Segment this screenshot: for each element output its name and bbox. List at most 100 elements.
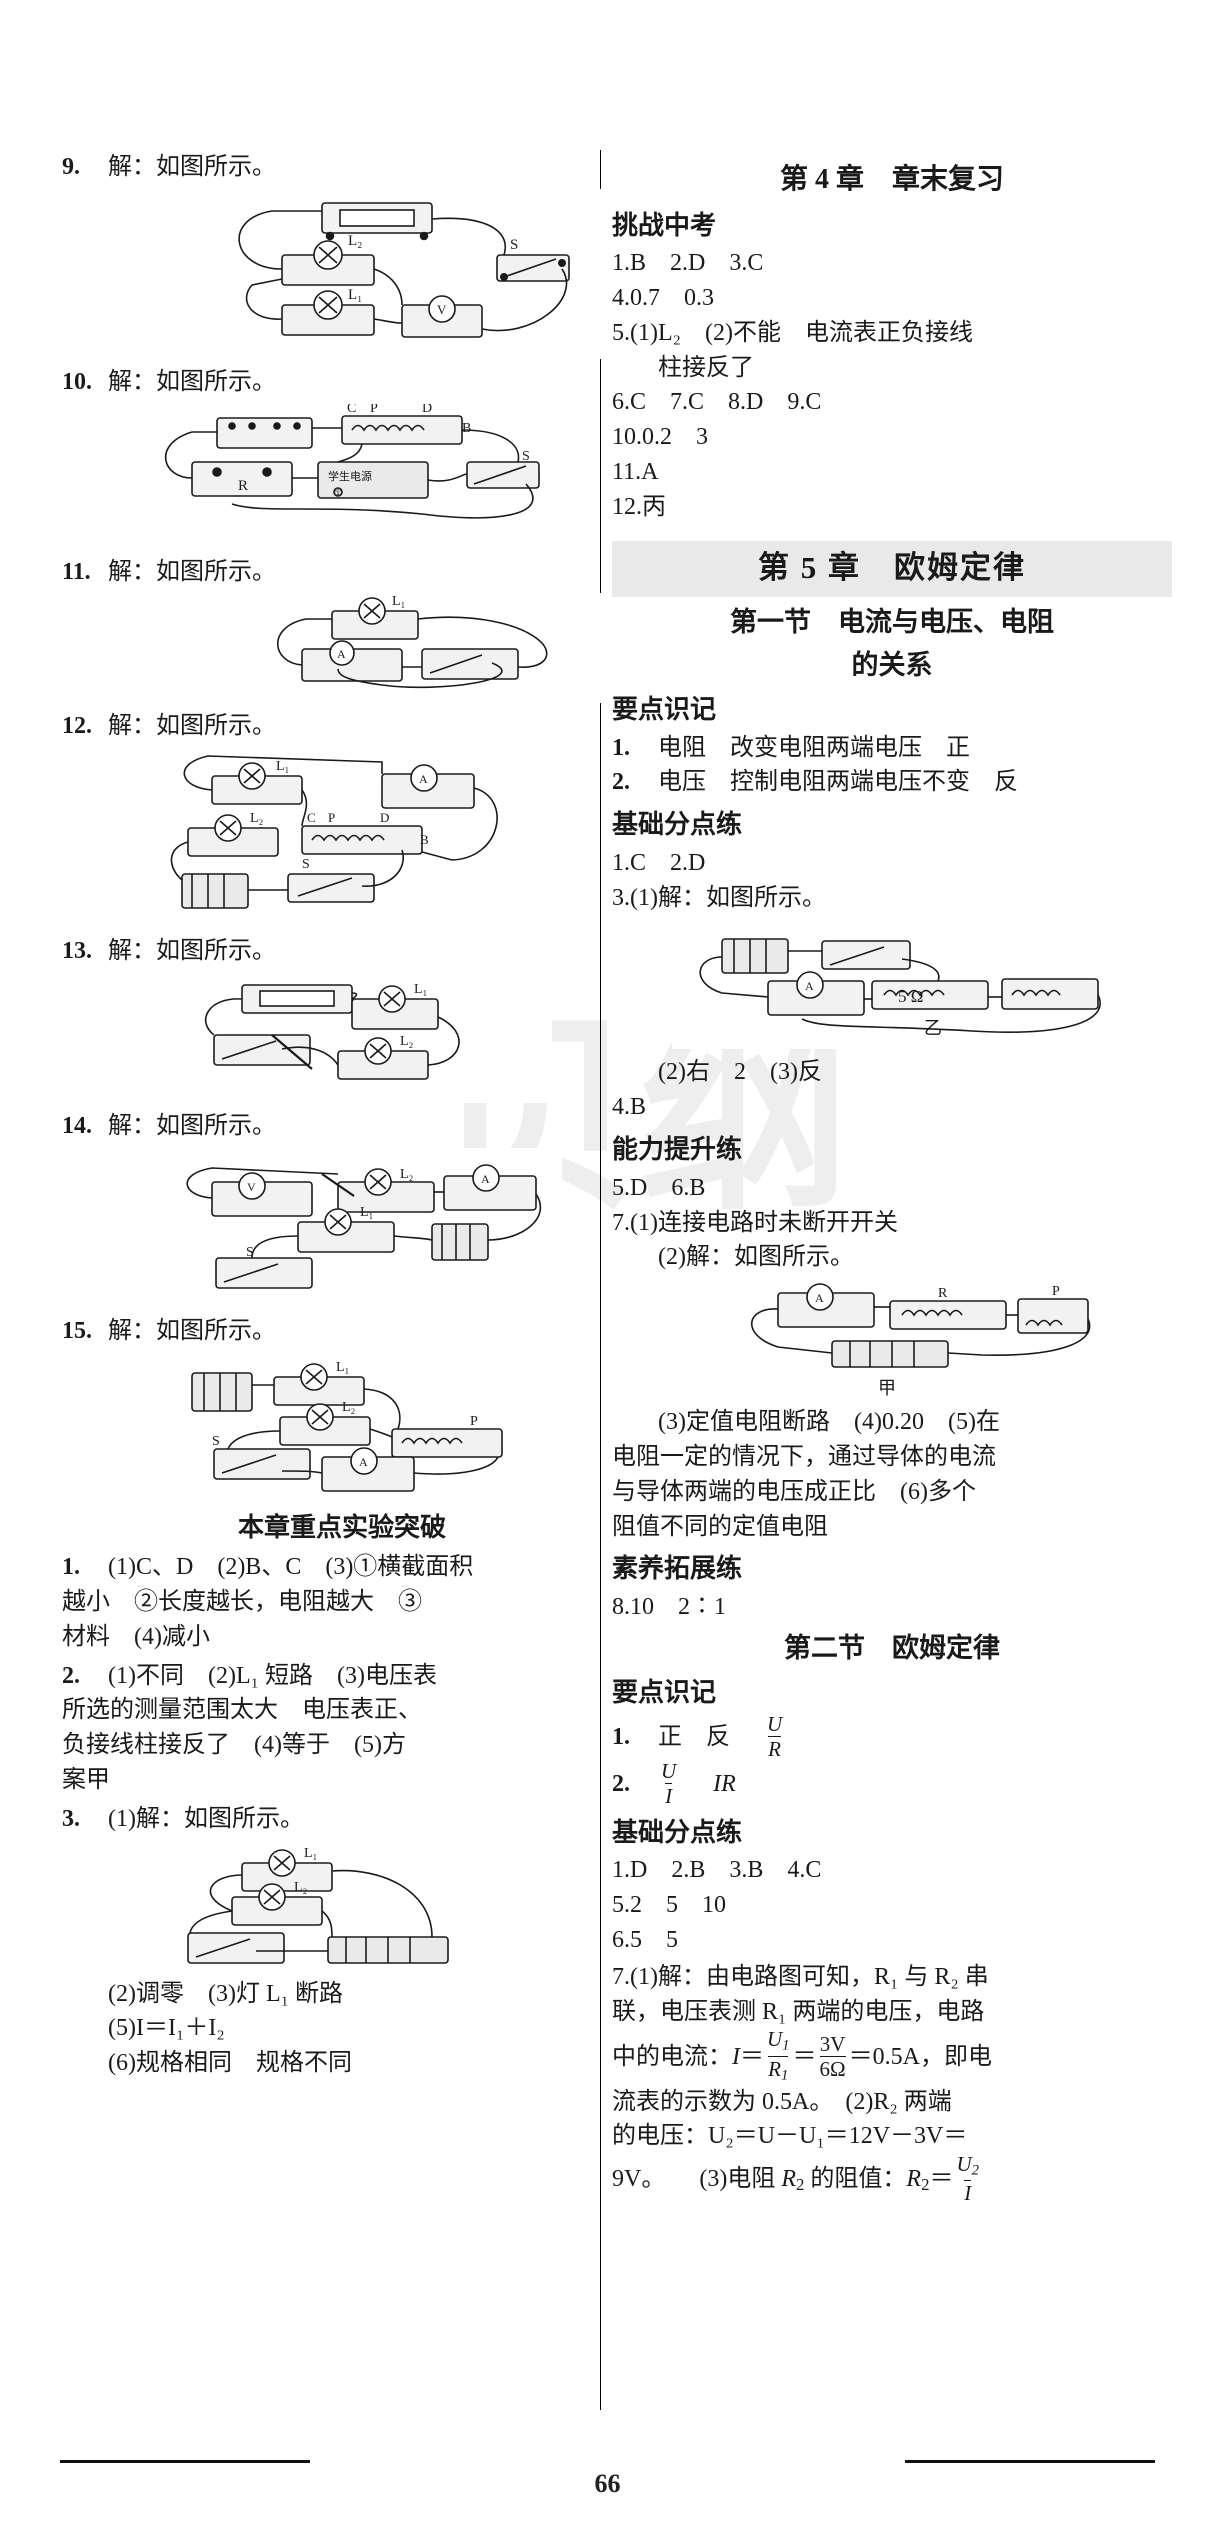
s2-key-heading: 要点识记: [612, 1677, 717, 1707]
s1-after-fig: (2)右 2 (3)反: [658, 1059, 822, 1086]
item-number: 1.: [62, 1554, 80, 1581]
svg-text:B: B: [462, 421, 471, 436]
s1-basic-heading: 基础分点练: [612, 810, 743, 840]
s1-ability-after: 电阻一定的情况下，通过导体的电流: [612, 1443, 996, 1470]
ch4-answer-line: 1.B 2.D 3.C: [612, 250, 764, 277]
section2-title: 第二节 欧姆定律: [784, 1632, 1000, 1663]
svg-text:V: V: [247, 1180, 256, 1194]
figure-circuit-11: L₁ A: [242, 593, 602, 704]
ch4-answer-line: 6.C 7.C 8.D 9.C: [612, 389, 822, 416]
item-text: 电压 控制电阻两端电压不变 反: [658, 769, 1018, 796]
svg-text:L₂: L₂: [400, 1034, 414, 1049]
item-text: 解：如图所示。: [108, 1112, 276, 1139]
s1-key-item: 2. 电压 控制电阻两端电压不变 反: [612, 765, 1172, 800]
svg-text:S: S: [510, 237, 518, 253]
fraction-u2-over-i: U2 I: [956, 2152, 979, 2206]
s1-ability-after: 阻值不同的定值电阻: [612, 1513, 828, 1540]
item-text: 正 反: [658, 1723, 730, 1750]
s1-suyang-heading: 素养拓展练: [612, 1554, 743, 1584]
s2-item7-line: 流表的示数为 0.5A。 (2)R₂ 两端: [612, 2088, 952, 2115]
item-line: 所选的测量范围太大 电压表正、: [62, 1697, 422, 1724]
svg-text:S: S: [302, 857, 310, 872]
svg-text:S: S: [246, 1245, 254, 1260]
svg-text:D: D: [380, 810, 389, 825]
s1-basic-line: 3.(1)解：如图所示。: [612, 884, 826, 911]
s2-item7-line-6: 9V。(3)电阻 R2 的阻值：R2＝ U2 I: [612, 2152, 979, 2206]
svg-text:S: S: [522, 449, 530, 464]
ch4-answer-line: 5.(1)L₂ (2)不能 电流表正负接线: [612, 319, 973, 346]
s2-basic-line: 6.5 5: [612, 1927, 678, 1954]
item-number: 2.: [612, 1770, 630, 1797]
svg-text:D: D: [422, 404, 432, 416]
fraction-denominator: I: [665, 1782, 673, 1808]
item-number: 11.: [62, 558, 91, 585]
item-line: (5)I＝I₁＋I₂: [108, 2015, 225, 2042]
s1-basic-line: 1.C 2.D: [612, 849, 706, 876]
section1-title-line1: 第一节 电流与电压、电阻: [730, 606, 1054, 637]
item-number: 14.: [62, 1112, 92, 1139]
fraction-denominator: R: [768, 1735, 781, 1761]
s1-ability-line: 7.(1)连接电路时未断开开关: [612, 1209, 898, 1236]
answer-item-13: 13. 解：如图所示。: [62, 934, 622, 969]
svg-text:V: V: [437, 302, 447, 317]
figure-label-yi: 乙: [924, 1018, 942, 1039]
item-number: 13.: [62, 938, 92, 965]
ch4-heading: 挑战中考: [612, 210, 717, 240]
svg-text:L₂: L₂: [294, 1880, 308, 1895]
svg-text:A: A: [337, 647, 346, 661]
s1-item4: 4.B: [612, 1094, 647, 1121]
item-text: 解：如图所示。: [108, 558, 276, 585]
experiment-item-3: 3. (1)解：如图所示。: [62, 1802, 622, 1837]
svg-text:P: P: [370, 404, 378, 416]
item-text: 电阻 改变电阻两端电压 正: [658, 734, 970, 761]
fraction-3v-over-6ohm: 3V 6Ω: [819, 2031, 846, 2081]
svg-text:L₁: L₁: [360, 1205, 373, 1220]
item-line: (6)规格相同 规格不同: [108, 2050, 352, 2077]
ch4-answer-line: 柱接反了: [658, 354, 754, 381]
fraction-u-over-i: U I: [661, 1760, 676, 1807]
s1-key-heading: 要点识记: [612, 694, 717, 724]
s1-suyang-item: 8.10 2∶1: [612, 1593, 726, 1620]
answer-item-15: 15. 解：如图所示。: [62, 1314, 622, 1349]
answer-item-14: 14. 解：如图所示。: [62, 1109, 622, 1144]
s2-item7-line: 的电压：U₂＝U－U₁＝12V－3V＝: [612, 2123, 968, 2150]
fraction-numerator: U: [661, 1758, 677, 1783]
figure-label-jia: 甲: [878, 1378, 896, 1399]
chapter4-title: 第 4 章 章末复习: [779, 164, 1004, 195]
svg-text:A: A: [805, 979, 814, 993]
left-column: 9. 解：如图所示。: [62, 150, 622, 2081]
item-line: 负接线柱接反了 (4)等于 (5)方: [62, 1732, 406, 1759]
s2-key-item-1: 1. 正 反 U R: [612, 1713, 1172, 1761]
svg-text:R: R: [938, 1286, 948, 1301]
s2-item7-line: 联，电压表测 R₁ 两端的电压，电路: [612, 1998, 985, 2025]
item-line: (1)解：如图所示。: [108, 1805, 304, 1832]
item-text: 解：如图所示。: [108, 368, 276, 395]
fraction-numerator: U: [767, 1711, 783, 1736]
svg-text:P: P: [328, 810, 335, 825]
svg-text:L₁: L₁: [392, 594, 405, 609]
item-line: 案甲: [62, 1767, 110, 1794]
footer-rule-right: [905, 2460, 1155, 2463]
item-text: 解：如图所示。: [108, 1317, 276, 1344]
item-number: 15.: [62, 1317, 92, 1344]
svg-text:R: R: [238, 478, 248, 494]
svg-text:A: A: [815, 1291, 824, 1305]
s2-basic-heading: 基础分点练: [612, 1817, 743, 1847]
item-line: (1)C、D (2)B、C (3)①横截面积: [108, 1554, 474, 1581]
svg-text:L₁: L₁: [304, 1846, 317, 1861]
item-tail: IR: [713, 1770, 736, 1797]
s1-ability-line: 5.D 6.B: [612, 1174, 706, 1201]
fraction-u-over-r: U R: [767, 1713, 782, 1760]
svg-text:C: C: [307, 810, 316, 825]
figure-label-resistance: 5 Ω: [898, 987, 924, 1007]
s2-item7-line: 7.(1)解：由电路图可知，R₁ 与 R₂ 串: [612, 1963, 989, 1990]
item-number: 1.: [612, 734, 630, 761]
section1-title-line2: 的关系: [851, 649, 933, 680]
s1-ability-after: 与导体两端的电压成正比 (6)多个: [612, 1478, 976, 1505]
chapter5-banner: 第 5 章 欧姆定律: [612, 540, 1172, 597]
svg-text:S: S: [212, 1434, 220, 1449]
answer-item-12: 12. 解：如图所示。: [62, 709, 622, 744]
figure-circuit-exp3: L₁ L₂: [132, 1840, 532, 1971]
figure-circuit-15: L₁ L₂ P S A: [152, 1352, 532, 1503]
ch4-answer-line: 10.0.2 3: [612, 424, 708, 451]
